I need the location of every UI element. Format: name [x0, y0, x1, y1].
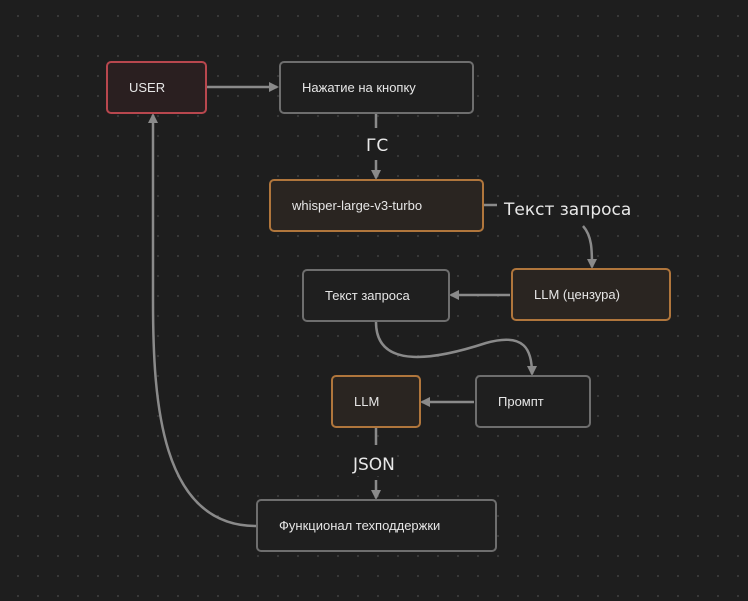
node-button-press-label: Нажатие на кнопку — [302, 80, 416, 95]
node-request-text-label: Текст запроса — [325, 288, 410, 303]
node-user-label: USER — [129, 80, 166, 95]
node-llm-censor-label: LLM (цензура) — [534, 287, 620, 302]
edge-label-json: JSON — [351, 454, 397, 476]
edge-whisper-to-censor-tail — [582, 225, 597, 269]
node-prompt[interactable]: Промпт — [475, 375, 591, 428]
node-llm-label: LLM — [354, 394, 380, 409]
node-request-text[interactable]: Текст запроса — [302, 269, 450, 322]
node-whisper[interactable]: whisper-large-v3-turbo — [269, 179, 484, 232]
edge-support-to-user — [148, 113, 257, 528]
node-user[interactable]: USER — [106, 61, 207, 114]
node-prompt-label: Промпт — [498, 394, 544, 409]
node-llm-censor[interactable]: LLM (цензура) — [511, 268, 671, 321]
node-support[interactable]: Функционал техподдержки — [256, 499, 497, 552]
node-llm[interactable]: LLM — [331, 375, 421, 428]
node-support-label: Функционал техподдержки — [279, 518, 441, 533]
node-button-press[interactable]: Нажатие на кнопку — [279, 61, 474, 114]
edge-label-request-text: Текст запроса — [502, 199, 634, 221]
edge-request-to-prompt — [374, 321, 537, 376]
node-whisper-label: whisper-large-v3-turbo — [292, 198, 423, 213]
edge-label-voice: ГС — [364, 135, 391, 157]
